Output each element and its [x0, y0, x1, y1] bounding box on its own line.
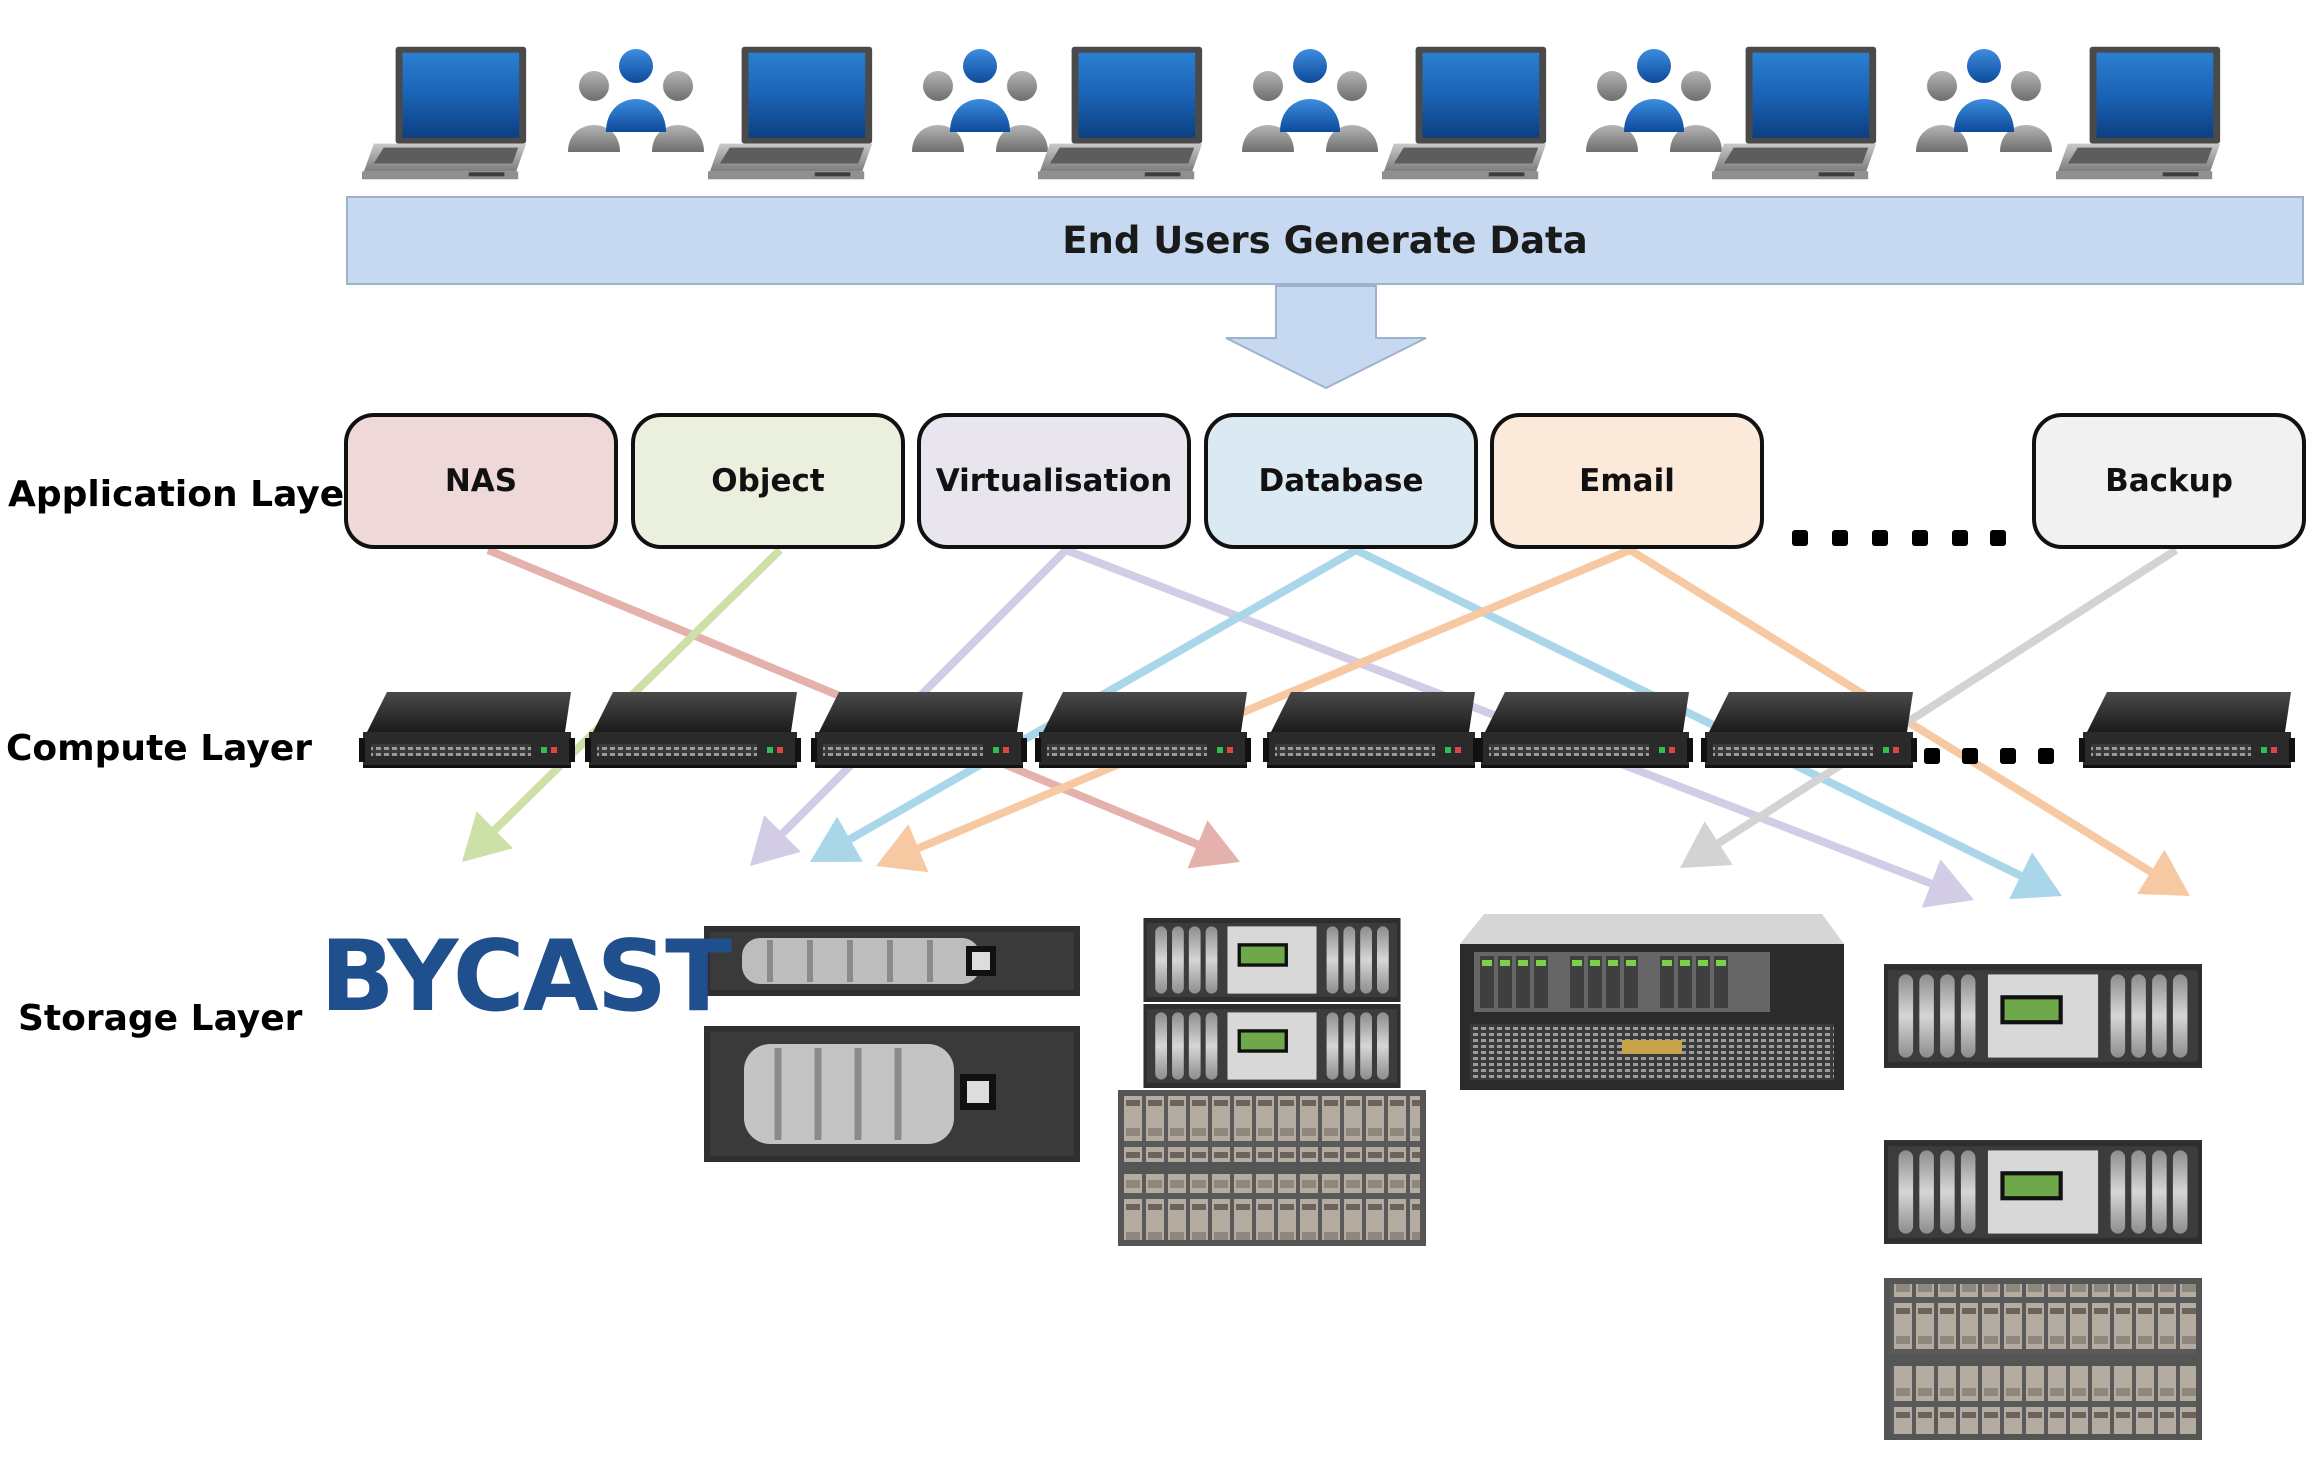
storage-layer-label: Storage Layer: [18, 998, 303, 1039]
storage-array-icon: [704, 1026, 1080, 1162]
storage-array-icon: [1118, 918, 1426, 1246]
arrowhead-icon: [1187, 820, 1240, 869]
end-users-row: [361, 46, 2221, 180]
storage-array-icon: [1884, 964, 2202, 1440]
connection-line: [1716, 546, 2179, 847]
app-label: Virtualisation: [935, 463, 1173, 499]
laptop-icon: [1711, 46, 1877, 180]
rack-server-icon: [1701, 692, 1917, 768]
rack-server-icon: [1035, 692, 1251, 768]
laptop-icon: [2055, 46, 2221, 180]
arrowhead-icon: [2137, 849, 2190, 896]
app-label: Object: [711, 463, 825, 499]
user-group-icon: [1586, 49, 1722, 152]
rack-server-icon: [2079, 692, 2295, 768]
arrowhead-icon: [750, 815, 801, 866]
laptop-icon: [361, 46, 527, 180]
laptop-icon: [707, 46, 873, 180]
banner-text: End Users Generate Data: [1062, 219, 1588, 262]
arrowhead-icon: [2009, 852, 2062, 900]
rack-server-icon: [811, 692, 1027, 768]
arrowhead-icon: [1680, 821, 1733, 868]
app-label: Database: [1258, 463, 1424, 499]
laptop-icon: [1037, 46, 1203, 180]
storage-array-icon: [704, 926, 1080, 996]
app-box-object: Object: [631, 413, 905, 549]
connection-line: [1354, 546, 2023, 880]
app-box-backup: Backup: [2032, 413, 2306, 549]
user-group-icon: [1242, 49, 1378, 152]
connection-line: [492, 547, 783, 833]
rack-server-icon: [1477, 692, 1693, 768]
laptop-icon: [1381, 46, 1547, 180]
arrowhead-icon: [1921, 859, 1974, 908]
app-box-nas: NAS: [344, 413, 618, 549]
user-group-icon: [1916, 49, 2052, 152]
app-box-virtualisation: Virtualisation: [917, 413, 1191, 549]
user-group-icon: [568, 49, 704, 152]
arrowhead-icon: [876, 824, 929, 873]
arrowhead-icon: [810, 816, 863, 862]
application-ellipsis: [1792, 530, 2006, 546]
rack-server-icon: [359, 692, 575, 768]
storage-array-icon: [1460, 914, 1844, 1090]
end-users-banner: End Users Generate Data: [346, 196, 2304, 285]
compute-layer-label: Compute Layer: [6, 728, 312, 769]
connection-line: [779, 547, 1069, 837]
arrowhead-icon: [462, 811, 514, 862]
app-box-database: Database: [1204, 413, 1478, 549]
app-label: Email: [1579, 463, 1675, 499]
connection-line: [916, 546, 1632, 852]
rack-server-icon: [585, 692, 801, 768]
user-group-icon: [912, 49, 1048, 152]
down-arrow-icon: [1225, 285, 1427, 390]
app-label: Backup: [2105, 463, 2233, 499]
app-label: NAS: [444, 463, 518, 499]
compute-ellipsis: [1924, 748, 2054, 764]
app-box-email: Email: [1490, 413, 1764, 549]
application-layer-label: Application Layer: [8, 474, 362, 515]
bycast-logo: BYCAST: [320, 920, 732, 1034]
rack-server-icon: [1263, 692, 1479, 768]
